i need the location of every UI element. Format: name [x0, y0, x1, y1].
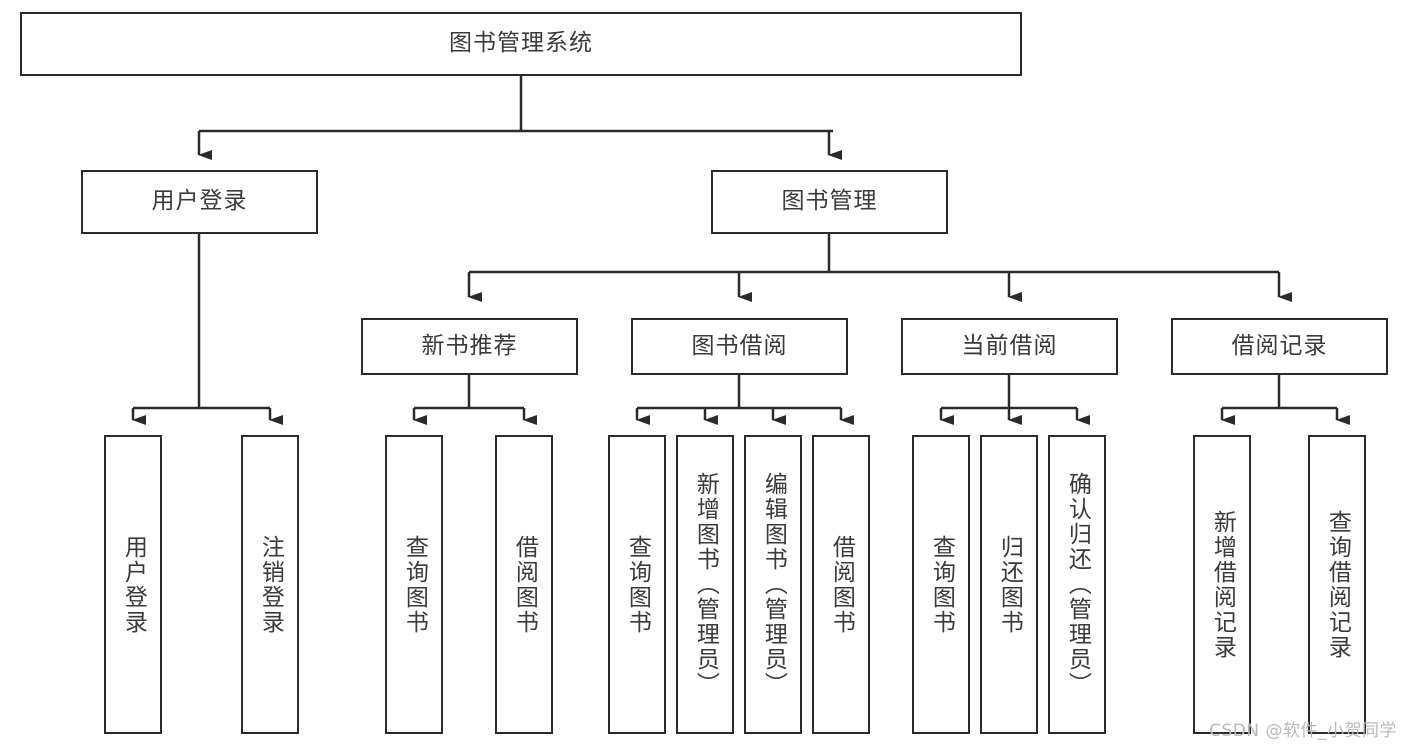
- leaf-borrow-book-recommend[interactable]: 借阅图书: [495, 435, 553, 734]
- node-label: 注销登录: [257, 534, 284, 635]
- leaf-logout[interactable]: 注销登录: [241, 435, 299, 734]
- node-user-login[interactable]: 用户登录: [81, 170, 318, 234]
- leaf-user-login[interactable]: 用户登录: [104, 435, 162, 734]
- leaf-query-borrow-record[interactable]: 查询借阅记录: [1308, 435, 1366, 734]
- node-borrow-record[interactable]: 借阅记录: [1171, 318, 1388, 375]
- node-root-book-management-system[interactable]: 图书管理系统: [20, 12, 1022, 76]
- node-label: 归还图书: [996, 534, 1023, 635]
- node-book-management[interactable]: 图书管理: [711, 170, 948, 234]
- node-current-borrow[interactable]: 当前借阅: [901, 318, 1118, 375]
- leaf-query-book-current[interactable]: 查询图书: [912, 435, 970, 734]
- node-label: 查询图书: [624, 534, 651, 635]
- node-new-book-recommend[interactable]: 新书推荐: [361, 318, 578, 375]
- leaf-add-book-admin[interactable]: 新增图书（管理员）: [676, 435, 734, 734]
- node-label: 编辑图书（管理员）: [760, 472, 787, 697]
- node-label: 当前借阅: [961, 332, 1058, 359]
- node-label: 图书借阅: [691, 332, 788, 359]
- node-label: 用户登录: [120, 534, 147, 635]
- node-label: 图书管理系统: [449, 30, 593, 57]
- node-label: 借阅图书: [828, 534, 855, 635]
- node-label: 借阅记录: [1231, 332, 1328, 359]
- node-label: 查询借阅记录: [1324, 509, 1351, 660]
- node-label: 新书推荐: [421, 332, 518, 359]
- leaf-query-book-borrow[interactable]: 查询图书: [608, 435, 666, 734]
- node-label: 查询图书: [401, 534, 428, 635]
- leaf-confirm-return-admin[interactable]: 确认归还（管理员）: [1048, 435, 1106, 734]
- node-label: 借阅图书: [511, 534, 538, 635]
- node-label: 确认归还（管理员）: [1064, 472, 1091, 697]
- leaf-return-book[interactable]: 归还图书: [980, 435, 1038, 734]
- node-label: 查询图书: [928, 534, 955, 635]
- leaf-add-borrow-record[interactable]: 新增借阅记录: [1193, 435, 1251, 734]
- node-label: 用户登录: [151, 188, 248, 215]
- leaf-query-book-recommend[interactable]: 查询图书: [385, 435, 443, 734]
- node-label: 新增借阅记录: [1209, 509, 1236, 660]
- node-book-borrow[interactable]: 图书借阅: [631, 318, 848, 375]
- watermark-text: CSDN @软件_小贺同学: [1209, 721, 1397, 741]
- leaf-edit-book-admin[interactable]: 编辑图书（管理员）: [744, 435, 802, 734]
- node-label: 图书管理: [781, 188, 878, 215]
- node-label: 新增图书（管理员）: [692, 472, 719, 697]
- leaf-borrow-book[interactable]: 借阅图书: [812, 435, 870, 734]
